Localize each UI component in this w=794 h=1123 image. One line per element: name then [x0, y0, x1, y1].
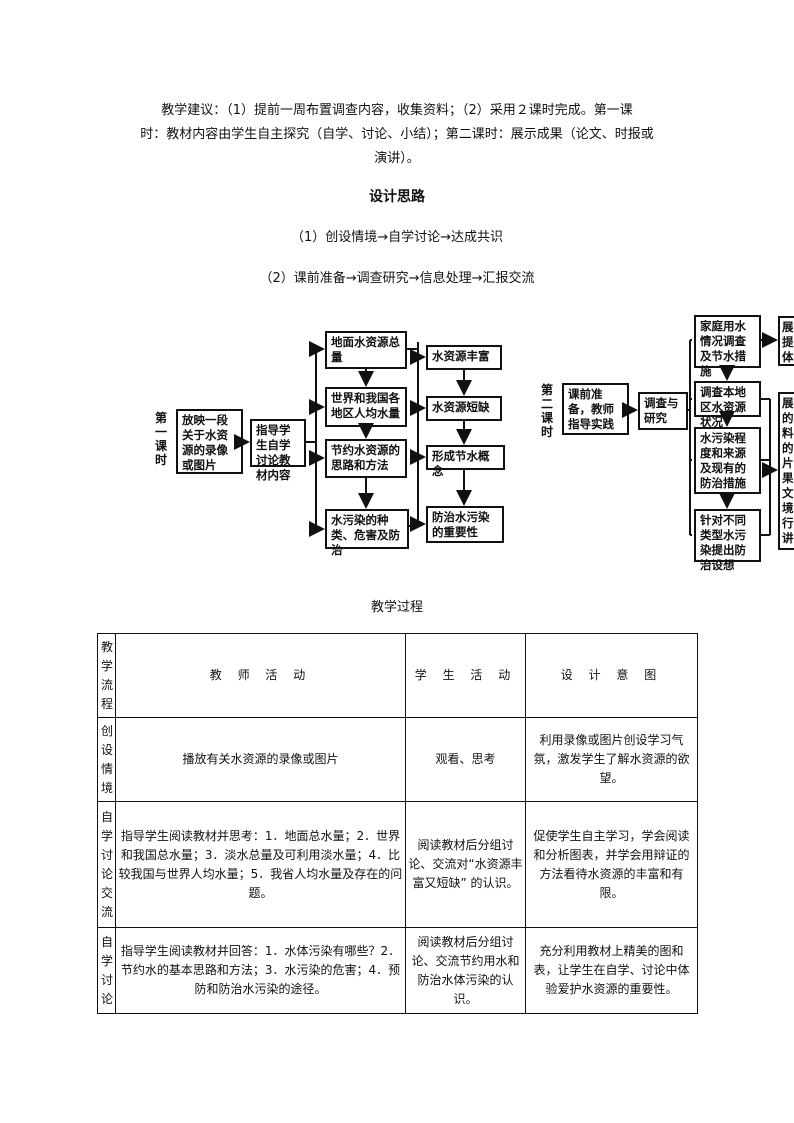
result-box-4: 防治水污染的重要性 — [426, 506, 504, 543]
play-video-box: 放映一段关于水资源的录像或图片 — [176, 409, 243, 474]
row-flow: 自学讨论交流 — [97, 801, 116, 928]
design-step-2: （2）课前准备→调查研究→信息处理→汇报交流 — [259, 271, 535, 286]
table-header-row: 教学流程 教 师 活 动 学 生 活 动 设 计 意 图 — [97, 633, 698, 718]
row-intent: 促使学生自主学习，学会阅读和分析图表，并学会用辩证的方法看待水资源的丰富和有限。 — [525, 801, 698, 928]
result-box-1: 水资源丰富 — [426, 345, 502, 370]
output-box-top: 展提体 — [778, 316, 794, 366]
prep-box: 课前准备，教师指导实践 — [562, 383, 629, 435]
item-box-3: 水污染程度和来源及现有的防治措施 — [694, 427, 761, 494]
intro-line-3: 演讲）。 — [374, 151, 420, 166]
row-teacher: 指导学生阅读教材并思考：1．地面总水量；2．世界和我国总水量；3．淡水总量及可利… — [115, 801, 406, 928]
item-box-4: 针对不同类型水污染提出防治设想 — [694, 509, 761, 572]
result-box-2: 水资源短缺 — [426, 396, 502, 421]
topic-box-1: 地面水资源总量 — [325, 331, 407, 369]
topic-box-2: 世界和我国各地区人均水量 — [325, 387, 407, 427]
guide-study-box: 指导学生自学讨论教材内容 — [250, 419, 306, 482]
topic-box-4: 水污染的种类、危害及防治 — [325, 509, 409, 557]
result-box-3: 形成节水概念 — [426, 445, 505, 478]
header-intent: 设 计 意 图 — [525, 633, 698, 718]
item-box-1: 家庭用水情况调查及节水措施 — [694, 315, 761, 378]
output-box-bottom: 展的料的片果文境行讲 — [778, 392, 794, 550]
header-teacher: 教 师 活 动 — [115, 633, 406, 718]
item-box-2: 调查本地区水资源状况 — [694, 381, 761, 429]
row-student: 阅读教材后分组讨论、交流对“水资源丰富又短缺” 的认识。 — [405, 801, 526, 928]
topic-box-3: 节约水资源的思路和方法 — [325, 439, 407, 478]
process-title: 教学过程 — [370, 600, 423, 615]
row-intent: 充分利用教材上精美的图和表，让学生在自学、讨论中体验爱护水资源的重要性。 — [525, 927, 698, 1014]
intro-line-1: 教学建议：（1）提前一周布置调查内容，收集资料；（2）采用２课时完成。第一课 — [161, 103, 633, 118]
table-row: 自学讨论交流 指导学生阅读教材并思考：1．地面总水量；2．世界和我国总水量；3．… — [97, 801, 698, 928]
design-step-1: （1）创设情境→自学讨论→达成共识 — [290, 230, 504, 245]
table-row: 自学讨论 指导学生阅读教材并回答：1．水体污染有哪些？2．节约水的基本思路和方法… — [97, 927, 698, 1014]
row-flow: 自学讨论 — [97, 927, 116, 1014]
row-teacher: 播放有关水资源的录像或图片 — [115, 717, 406, 802]
table-row: 创设情境 播放有关水资源的录像或图片 观看、思考 利用录像或图片创设学习气氛，激… — [97, 717, 698, 802]
row-student: 观看、思考 — [405, 717, 526, 802]
teaching-suggestion: 教学建议：（1）提前一周布置调查内容，收集资料；（2）采用２课时完成。第一课 时… — [118, 99, 676, 171]
row-intent: 利用录像或图片创设学习气氛，激发学生了解水资源的欲望。 — [525, 717, 698, 802]
lesson-one-label: 第一课时 — [154, 411, 167, 467]
intro-line-2: 时：教材内容由学生自主探究（自学、讨论、小结）；第二课时：展示成果（论文、时报或 — [140, 127, 654, 142]
lesson-two-label: 第二课时 — [540, 383, 553, 439]
row-teacher: 指导学生阅读教材并回答：1．水体污染有哪些？2．节约水的基本思路和方法；3．水污… — [115, 927, 406, 1014]
row-student: 阅读教材后分组讨论、交流节约用水和防治水体污染的认识。 — [405, 927, 526, 1014]
row-flow: 创设情境 — [97, 717, 116, 802]
header-student: 学 生 活 动 — [405, 633, 526, 718]
teaching-process-table: 教学流程 教 师 活 动 学 生 活 动 设 计 意 图 创设情境 播放有关水资… — [97, 633, 698, 1014]
header-flow: 教学流程 — [97, 633, 116, 718]
design-title: 设计思路 — [369, 189, 425, 205]
research-box: 调查与研究 — [638, 392, 688, 430]
